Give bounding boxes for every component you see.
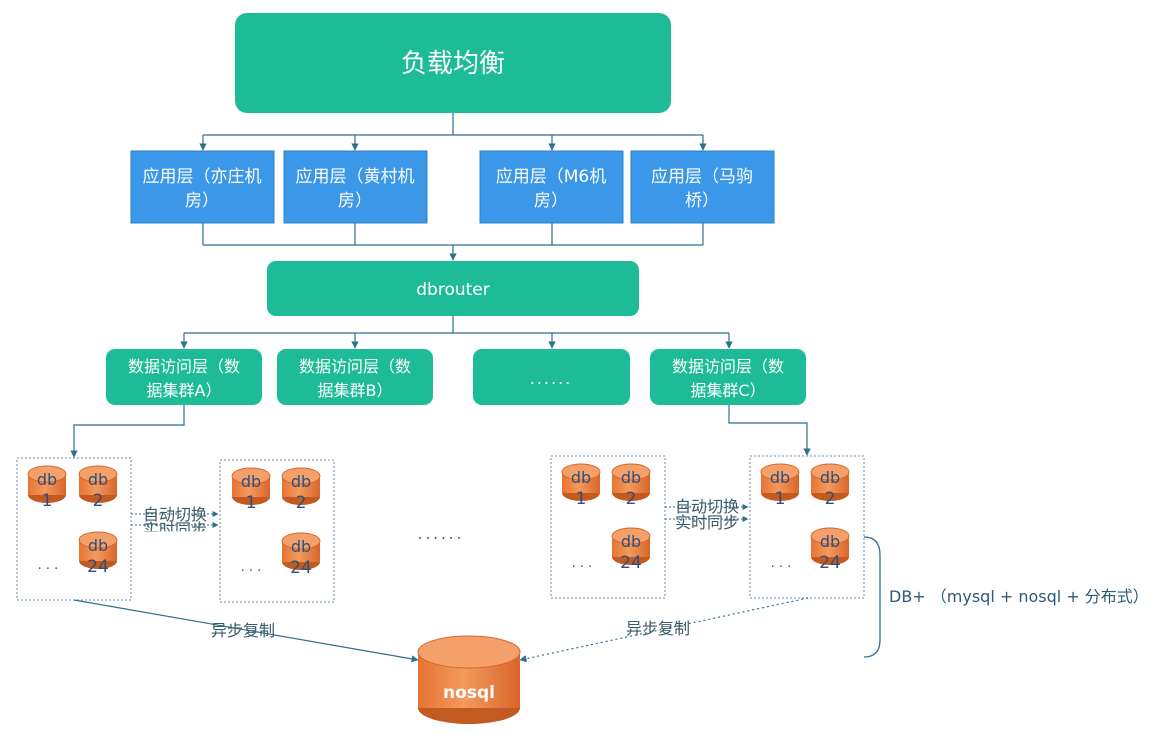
db-plus-bracket xyxy=(863,536,881,658)
db-group-4-cylinders: db 1 db 2 db 24 . . . xyxy=(760,463,850,573)
app-node-yizhuang xyxy=(130,150,275,224)
db-number: 24 xyxy=(290,558,312,578)
switch-label-line2: 实时同步 xyxy=(675,513,739,532)
app-node-majuqiao xyxy=(630,150,775,224)
data-access-layer: 数据访问层（数 据集群A） 数据访问层（数 据集群B） ...... 数据访问层… xyxy=(106,349,806,405)
app-layer: 应用层（亦庄机 房） 应用层（黄村机 房） 应用层（M6机 房） 应用层（马驹 … xyxy=(130,150,775,224)
load-balancer-box xyxy=(235,13,671,113)
dal-node-ellipsis-label: ...... xyxy=(530,369,573,388)
app-node-huangcun-line2: 房） xyxy=(338,191,372,211)
db-ellipsis: . . . xyxy=(771,556,792,571)
nosql-cylinder: nosql xyxy=(417,635,521,724)
app-node-majuqiao-line1: 应用层（马驹 xyxy=(651,167,753,187)
db-group-3-cylinders: db 1 db 2 db 24 . . . xyxy=(561,463,651,573)
lb-to-app-connectors xyxy=(199,113,707,151)
dal-node-c xyxy=(650,349,806,405)
app-node-huangcun-line1: 应用层（黄村机 xyxy=(296,167,415,187)
dal-node-a-line1: 数据访问层（数 xyxy=(128,357,240,376)
db-number: 1 xyxy=(576,489,587,509)
db-number: 1 xyxy=(775,489,786,509)
db-label: db xyxy=(621,532,641,551)
db-label: db xyxy=(291,472,311,491)
load-balancer-label: 负载均衡 xyxy=(401,49,505,79)
db-label: db xyxy=(37,470,57,489)
db-number: 24 xyxy=(87,557,109,577)
app-to-dbrouter-connectors xyxy=(202,223,704,261)
db-label: db xyxy=(291,537,311,556)
db-plus-label: DB+ （mysql + nosql + 分布式） xyxy=(889,587,1149,606)
dal-node-c-line2: 据集群C） xyxy=(690,381,765,400)
db-ellipsis: . . . xyxy=(241,560,262,575)
dal-node-b xyxy=(277,349,433,405)
dbrouter-label: dbrouter xyxy=(416,280,490,300)
dal-node-b-line2: 据集群B） xyxy=(318,381,393,400)
db-label: db xyxy=(88,536,108,555)
app-node-m6-line1: 应用层（M6机 xyxy=(496,167,606,187)
app-node-yizhuang-line1: 应用层（亦庄机 xyxy=(143,167,262,187)
db-label: db xyxy=(820,468,840,487)
switch-sync-left: 自动切换 实时同步 xyxy=(131,505,219,539)
db-group-3 xyxy=(550,455,666,599)
async-copy-label-right: 异步复制 xyxy=(626,619,690,638)
dbrouter-box xyxy=(267,261,639,316)
switch-sync-right: 自动切换 实时同步 xyxy=(665,497,749,532)
db-number: 2 xyxy=(626,489,637,509)
db-group-2-cylinders: db 1 db 2 db 24 . . . xyxy=(231,467,321,578)
db-number: 1 xyxy=(246,493,257,513)
db-number: 2 xyxy=(825,489,836,509)
dbrouter-to-dal-connectors xyxy=(180,316,733,349)
middle-ellipsis: ...... xyxy=(418,525,465,543)
db-group-1-cylinders: db 1 db 2 db 24 . . . xyxy=(27,465,118,577)
dal-node-c-line1: 数据访问层（数 xyxy=(672,357,784,376)
dal-node-a xyxy=(106,349,262,405)
nosql-label: nosql xyxy=(443,683,495,703)
db-label: db xyxy=(770,468,790,487)
db-label: db xyxy=(571,468,591,487)
dal-to-db-connectors xyxy=(70,405,811,458)
app-node-majuqiao-line2: 桥） xyxy=(685,191,719,211)
switch-label-line2: 实时同步 xyxy=(143,520,207,539)
app-node-m6-line2: 房） xyxy=(534,191,568,211)
db-number: 2 xyxy=(93,491,104,511)
db-number: 24 xyxy=(620,553,642,573)
db-group-2 xyxy=(219,459,335,603)
db-label: db xyxy=(241,472,261,491)
db-label: db xyxy=(621,468,641,487)
db-number: 2 xyxy=(296,493,307,513)
db-number: 24 xyxy=(819,553,841,573)
db-ellipsis: . . . xyxy=(572,556,593,571)
db-label: db xyxy=(88,470,108,489)
app-node-yizhuang-line2: 房） xyxy=(185,191,219,211)
dal-node-ellipsis xyxy=(473,349,630,405)
app-node-m6 xyxy=(479,150,624,224)
async-copy-label-left: 异步复制 xyxy=(211,621,275,640)
app-node-huangcun xyxy=(283,150,428,224)
async-replication: 异步复制 异步复制 xyxy=(73,597,809,663)
dal-node-b-line1: 数据访问层（数 xyxy=(299,357,411,376)
db-number: 1 xyxy=(42,491,53,511)
dal-node-a-line2: 据集群A） xyxy=(147,381,222,400)
db-ellipsis: . . . xyxy=(38,558,59,573)
db-label: db xyxy=(820,532,840,551)
